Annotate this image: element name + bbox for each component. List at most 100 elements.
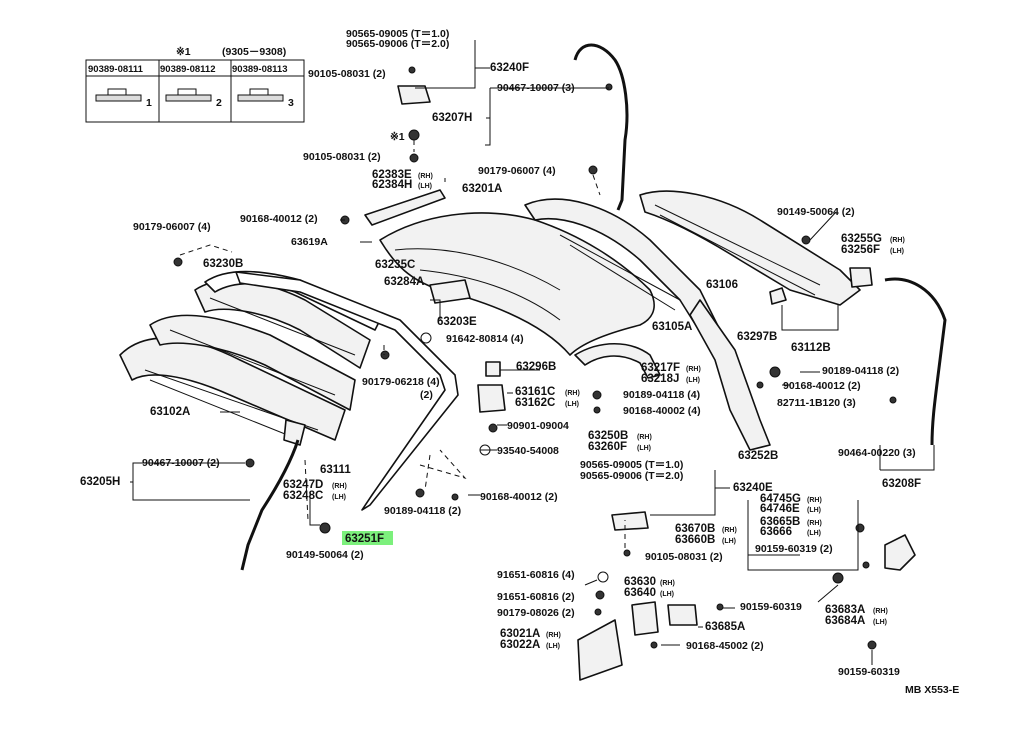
label-93540-54008[interactable]: 93540-54008 bbox=[497, 445, 559, 457]
label-90467-10007-a[interactable]: 90467-10007 (3) bbox=[497, 82, 575, 94]
label-90189-04118-b[interactable]: 90189-04118 (4) bbox=[623, 389, 700, 401]
part-63255g bbox=[849, 267, 873, 288]
label-63683a[interactable]: 63683A bbox=[825, 604, 865, 616]
label-90189-04118-a[interactable]: 90189-04118 (2) bbox=[384, 505, 461, 517]
label-63660b[interactable]: 63660B bbox=[675, 534, 715, 546]
label-63230b[interactable]: 63230B bbox=[203, 258, 243, 270]
label-63256f[interactable]: 63256F bbox=[841, 244, 880, 256]
label-63106[interactable]: 63106 bbox=[706, 279, 738, 291]
label-63251f[interactable]: 63251F bbox=[345, 533, 384, 545]
label-90159-60319-c[interactable]: 90159-60319 bbox=[838, 666, 900, 678]
label-63201a[interactable]: 63201A bbox=[462, 183, 502, 195]
label-90105-08031-b[interactable]: 90105-08031 (2) bbox=[303, 151, 381, 163]
label-63248c[interactable]: 63248C bbox=[283, 490, 323, 502]
label-90565-09005-b[interactable]: 90565-09005 (T＝1.0) bbox=[580, 459, 683, 471]
label-90159-60319-b[interactable]: 90159-60319 bbox=[740, 601, 802, 613]
label-63684a[interactable]: 63684A bbox=[825, 615, 865, 627]
label-90149-50064-b[interactable]: 90149-50064 (2) bbox=[777, 206, 855, 218]
label-90565-09006-b[interactable]: 90565-09006 (T＝2.0) bbox=[580, 470, 683, 482]
label-62384h[interactable]: 62384H bbox=[372, 179, 412, 191]
label-63102a[interactable]: 63102A bbox=[150, 406, 190, 418]
label-63685a[interactable]: 63685A bbox=[705, 621, 745, 633]
label-63240f[interactable]: 63240F bbox=[490, 62, 529, 74]
label-63203e[interactable]: 63203E bbox=[437, 316, 477, 328]
label-90159-60319-a[interactable]: 90159-60319 (2) bbox=[755, 543, 833, 555]
highlight-box bbox=[342, 531, 393, 545]
label-91642-80814[interactable]: 91642-80814 (4) bbox=[446, 333, 524, 345]
label-90901-09004[interactable]: 90901-09004 bbox=[507, 420, 569, 432]
label-91651-60816-a[interactable]: 91651-60816 (4) bbox=[497, 569, 575, 581]
label-90179-08026[interactable]: 90179-08026 (2) bbox=[497, 607, 575, 619]
label-90464-00220[interactable]: 90464-00220 (3) bbox=[838, 447, 916, 459]
label-63670b[interactable]: 63670B bbox=[675, 523, 715, 535]
label-63105a[interactable]: 63105A bbox=[652, 321, 692, 333]
svg-text:(LH): (LH) bbox=[890, 248, 904, 255]
label-90105-08031-c[interactable]: 90105-08031 (2) bbox=[645, 551, 723, 563]
part-63111 bbox=[149, 314, 356, 411]
label-63218j[interactable]: 63218J bbox=[641, 373, 679, 385]
dim-2: 2 bbox=[216, 97, 222, 109]
svg-text:(LH): (LH) bbox=[873, 619, 887, 626]
label-90168-40012-c[interactable]: 90168-40012 (2) bbox=[783, 380, 861, 392]
label-63260f[interactable]: 63260F bbox=[588, 441, 627, 453]
label-63021a[interactable]: 63021A bbox=[500, 628, 540, 640]
part-63247d bbox=[283, 419, 306, 446]
label-63297b[interactable]: 63297B bbox=[737, 331, 777, 343]
label-63162c[interactable]: 63162C bbox=[515, 397, 555, 409]
label-63619a[interactable]: 63619A bbox=[291, 236, 328, 248]
label-63666[interactable]: 63666 bbox=[760, 526, 792, 538]
svg-text:(RH): (RH) bbox=[332, 483, 347, 490]
table-header-3: 90389-08113 bbox=[232, 64, 287, 75]
label-63207h[interactable]: 63207H bbox=[432, 112, 472, 124]
label-90168-40012-a[interactable]: 90168-40012 (2) bbox=[240, 213, 318, 225]
label-90179-06007-b[interactable]: 90179-06007 (4) bbox=[133, 221, 211, 233]
dim-1: 1 bbox=[146, 97, 152, 109]
label-90179-06007-a[interactable]: 90179-06007 (4) bbox=[478, 165, 556, 177]
label-63665b[interactable]: 63665B bbox=[760, 516, 800, 528]
label-90189-04118-c[interactable]: 90189-04118 (2) bbox=[822, 365, 899, 377]
label-62383e[interactable]: 62383E bbox=[372, 169, 412, 181]
table-header-1: 90389-08111 bbox=[88, 64, 144, 75]
label-63208f[interactable]: 63208F bbox=[882, 478, 921, 490]
label-90565-09006[interactable]: 90565-09006 (T＝2.0) bbox=[346, 38, 449, 50]
svg-text:(RH): (RH) bbox=[722, 527, 737, 534]
label-63217f[interactable]: 63217F bbox=[641, 362, 680, 374]
label-90168-40012-b[interactable]: 90168-40012 (2) bbox=[480, 491, 558, 503]
dashed-lines bbox=[179, 88, 626, 548]
label-64746e[interactable]: 64746E bbox=[760, 503, 800, 515]
label-63112b[interactable]: 63112B bbox=[791, 342, 831, 354]
part-63021a bbox=[577, 619, 623, 681]
label-90149-50064-a[interactable]: 90149-50064 (2) bbox=[286, 549, 364, 561]
label-63205h[interactable]: 63205H bbox=[80, 476, 120, 488]
label-82711-1b120[interactable]: 82711-1B120 (3) bbox=[777, 397, 856, 409]
part-63296b bbox=[485, 361, 501, 377]
label-63240e[interactable]: 63240E bbox=[733, 482, 773, 494]
label-90168-40002[interactable]: 90168-40002 (4) bbox=[623, 405, 701, 417]
part-63297b bbox=[769, 287, 787, 305]
label-90467-10007-b[interactable]: 90467-10007 (2) bbox=[142, 457, 220, 469]
label-63296b[interactable]: 63296B bbox=[516, 361, 556, 373]
dim-3: 3 bbox=[288, 97, 294, 109]
label-63630[interactable]: 63630 bbox=[624, 576, 656, 588]
label-63252b[interactable]: 63252B bbox=[738, 450, 778, 462]
spacer-shim-2: 2 bbox=[165, 88, 222, 109]
label-90105-08031-a[interactable]: 90105-08031 (2) bbox=[308, 68, 386, 80]
label-63235c[interactable]: 63235C bbox=[375, 259, 415, 271]
label-90168-45002[interactable]: 90168-45002 (2) bbox=[686, 640, 764, 652]
label-63247d[interactable]: 63247D bbox=[283, 479, 323, 491]
label-63111[interactable]: 63111 bbox=[320, 464, 351, 476]
part-63205h bbox=[240, 439, 300, 571]
label-64745g[interactable]: 64745G bbox=[760, 493, 801, 505]
label-63022a[interactable]: 63022A bbox=[500, 639, 540, 651]
label-63161c[interactable]: 63161C bbox=[515, 386, 555, 398]
label-63284a[interactable]: 63284A bbox=[384, 276, 424, 288]
label-90565-09005[interactable]: 90565-09005 (T＝1.0) bbox=[346, 28, 449, 40]
part-63217f bbox=[574, 342, 661, 379]
label-63250b[interactable]: 63250B bbox=[588, 430, 628, 442]
label-63255g[interactable]: 63255G bbox=[841, 233, 882, 245]
label-91651-60816-b[interactable]: 91651-60816 (2) bbox=[497, 591, 575, 603]
label-90179-06218[interactable]: 90179-06218 (4) bbox=[362, 376, 440, 388]
svg-text:(LH): (LH) bbox=[565, 401, 579, 408]
part-63240e bbox=[611, 511, 649, 531]
label-63640[interactable]: 63640 bbox=[624, 587, 656, 599]
